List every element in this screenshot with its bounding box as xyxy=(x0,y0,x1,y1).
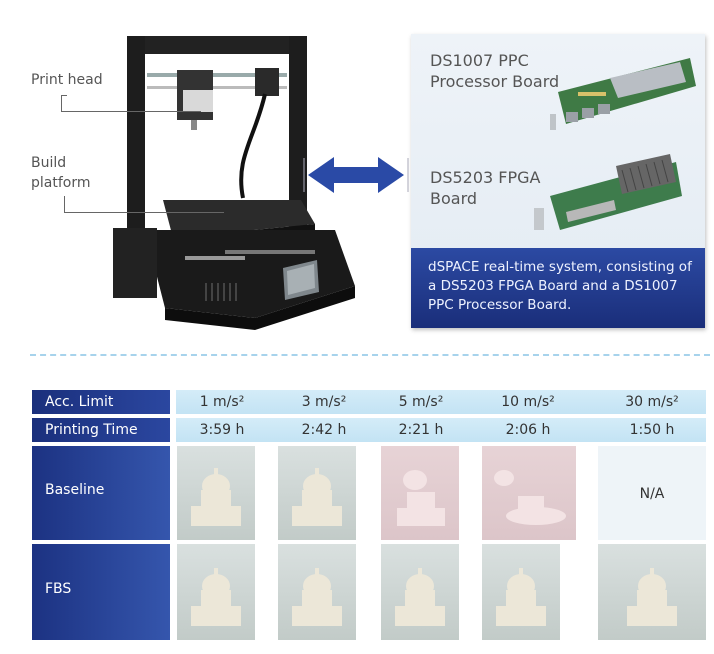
printing-time-value: 2:06 h xyxy=(505,422,551,438)
printing-time-header: Printing Time xyxy=(32,418,170,442)
dashed-divider xyxy=(30,354,710,356)
print-head-callout-line xyxy=(61,111,201,112)
baseline-na-cell: N/A xyxy=(598,446,706,540)
acc-limit-value: 5 m/s² xyxy=(398,394,444,410)
3d-printer-illustration xyxy=(113,36,355,330)
baseline-row-header: Baseline xyxy=(32,446,170,540)
ds5203-board-image xyxy=(534,154,682,230)
baseline-print-photo-failed xyxy=(381,446,459,540)
board1-title-line2: Processor Board xyxy=(430,72,560,91)
printing-time-row-band xyxy=(176,418,706,442)
acc-limit-header: Acc. Limit xyxy=(32,390,170,414)
build-platform-label-line2: platform xyxy=(31,175,91,191)
print-head-callout-vert xyxy=(61,95,62,111)
fbs-print-photo xyxy=(598,544,706,640)
build-platform-callout-vert xyxy=(64,196,65,212)
baseline-print-photo xyxy=(278,446,356,540)
printing-time-value: 1:50 h xyxy=(629,422,675,438)
panel-caption-text: dSPACE real-time system, consisting of a… xyxy=(428,259,692,313)
fbs-print-photo xyxy=(482,544,560,640)
fbs-row-header: FBS xyxy=(32,544,170,640)
printing-time-value: 3:59 h xyxy=(199,422,245,438)
acc-limit-value: 30 m/s² xyxy=(625,394,679,410)
build-platform-label-line1: Build xyxy=(31,155,67,171)
printing-time-value: 2:21 h xyxy=(398,422,444,438)
board2-title-line2: Board xyxy=(430,189,478,208)
double-arrow-icon xyxy=(303,157,409,193)
fbs-row-label: FBS xyxy=(45,581,72,597)
acc-limit-value: 1 m/s² xyxy=(199,394,245,410)
print-head-label: Print head xyxy=(31,72,103,88)
print-head-callout-stub xyxy=(61,95,67,96)
ds1007-board-image xyxy=(550,58,696,130)
build-platform-callout-line xyxy=(64,212,224,213)
baseline-print-photo-failed xyxy=(482,446,576,540)
baseline-row-label: Baseline xyxy=(45,482,105,498)
fbs-print-photo xyxy=(177,544,255,640)
board2-title-line1: DS5203 FPGA xyxy=(430,168,541,187)
acc-limit-row-band xyxy=(176,390,706,414)
baseline-print-photo xyxy=(177,446,255,540)
baseline-na-text: N/A xyxy=(639,486,665,502)
fbs-print-photo xyxy=(278,544,356,640)
panel-caption-box xyxy=(411,248,705,328)
acc-limit-value: 10 m/s² xyxy=(501,394,555,410)
printing-time-value: 2:42 h xyxy=(301,422,347,438)
board1-title-line1: DS1007 PPC xyxy=(430,51,529,70)
fbs-print-photo xyxy=(381,544,459,640)
acc-limit-value: 3 m/s² xyxy=(301,394,347,410)
